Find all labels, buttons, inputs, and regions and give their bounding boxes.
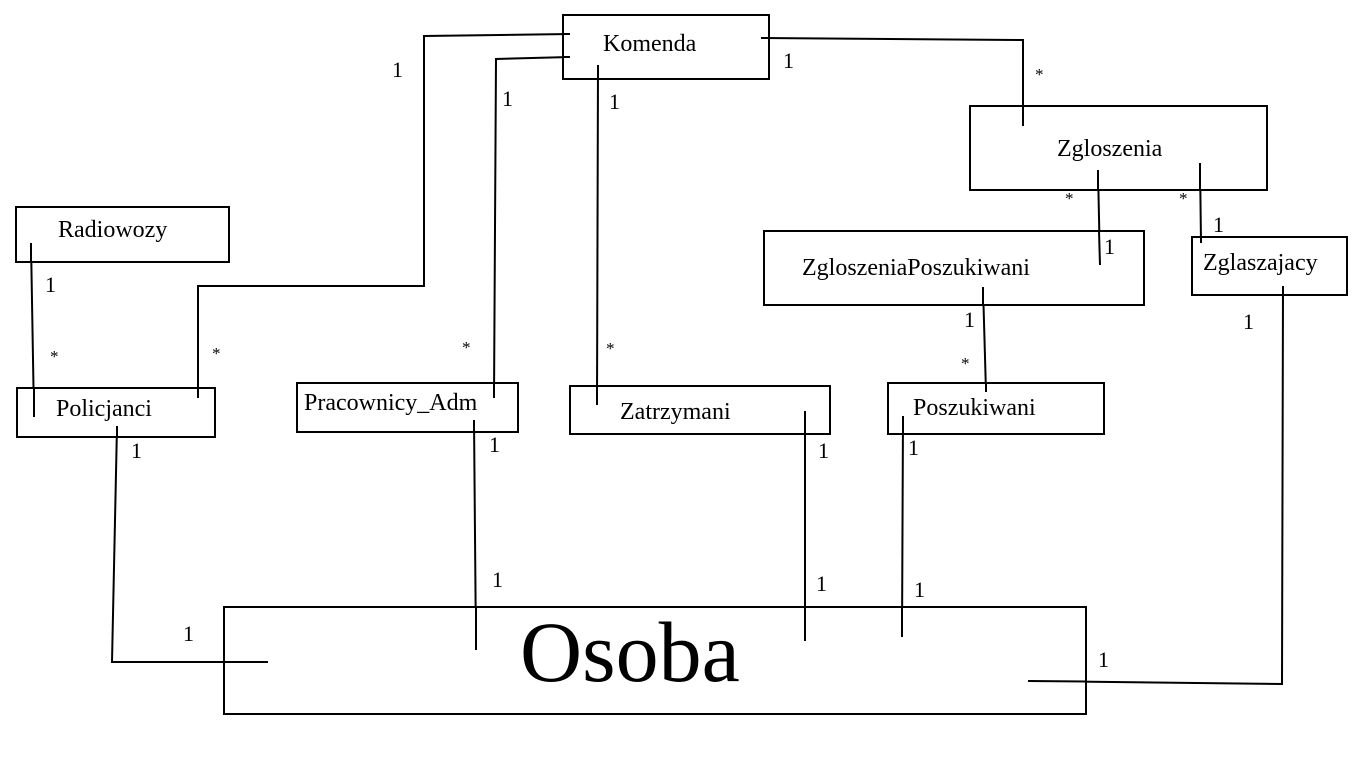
entity-box (887, 382, 1105, 435)
edge-stub (1027, 680, 1087, 683)
entity-box (969, 105, 1268, 191)
entity-radiowozy: Radiowozy (15, 206, 230, 263)
entity-box (763, 230, 1145, 306)
edge-poszukiwani-osoba (901, 415, 904, 638)
entity-box (296, 382, 519, 433)
multiplicity-label: * (1035, 65, 1044, 84)
edge-zglaszajacy-osoba (1027, 285, 1284, 686)
edge-stub (1098, 230, 1101, 266)
entity-label: Poszukiwani (913, 395, 1036, 421)
edge-komenda-policjanci (197, 33, 571, 398)
multiplicity-label: 1 (1243, 309, 1254, 334)
multiplicity-labels: 1 * 1 * 1 * 1 * 1 * * 1 * 1 1 * 1 1 1 1 … (45, 48, 1254, 672)
edge-komenda-zatrzymani (596, 64, 599, 406)
entity-label: Zatrzymani (620, 399, 731, 425)
entity-zatrzymani: Zatrzymani (569, 385, 831, 435)
entity-box (569, 385, 831, 435)
multiplicity-label: 1 (783, 48, 794, 73)
multiplicity-label: 1 (492, 567, 503, 592)
entity-komenda: Komenda (562, 14, 770, 80)
multiplicity-label: 1 (914, 577, 925, 602)
entity-zgloszenia: Zgloszenia (969, 105, 1268, 191)
entity-pracownicy-adm: Pracownicy_Adm (296, 382, 519, 433)
entity-label: Pracownicy_Adm (304, 390, 478, 416)
entity-box (1191, 236, 1348, 296)
multiplicity-label: 1 (1213, 212, 1224, 237)
multiplicity-label: 1 (609, 89, 620, 114)
entity-zglaszajacy: Zglaszajacy (1191, 236, 1348, 296)
entity-poszukiwani: Poszukiwani (887, 382, 1105, 435)
multiplicity-label: 1 (816, 571, 827, 596)
entity-label: Policjanci (56, 396, 152, 422)
entity-label: Zgloszenia (1057, 136, 1163, 162)
multiplicity-label: 1 (964, 307, 975, 332)
entity-osoba: Osoba (223, 604, 1087, 715)
entity-label: ZgloszeniaPoszukiwani (802, 255, 1030, 281)
multiplicity-label: 1 (502, 86, 513, 111)
edge-komenda-zgloszenia (760, 37, 1024, 126)
multiplicity-label: 1 (1098, 647, 1109, 672)
edge-komenda-pracownicy (493, 56, 571, 399)
multiplicity-label: * (50, 347, 59, 366)
multiplicity-label: * (1179, 189, 1188, 208)
multiplicity-label: * (961, 354, 970, 373)
multiplicity-label: 1 (489, 432, 500, 457)
entity-box (15, 206, 230, 263)
entity-box (223, 606, 1087, 715)
multiplicity-label: 1 (183, 621, 194, 646)
connector-overlays (30, 33, 1284, 683)
entity-label: Komenda (603, 31, 697, 57)
entity-label: Zglaszajacy (1203, 250, 1318, 276)
multiplicity-label: 1 (131, 438, 142, 463)
entity-zgloszenia-poszukiwani: ZgloszeniaPoszukiwani (763, 230, 1145, 306)
multiplicity-label: * (212, 344, 221, 363)
multiplicity-label: * (606, 339, 615, 358)
multiplicity-label: 1 (45, 272, 56, 297)
multiplicity-label: * (1065, 189, 1074, 208)
multiplicity-label: 1 (1104, 234, 1115, 259)
entity-label: Radiowozy (58, 217, 167, 243)
entity-label: Osoba (520, 604, 740, 700)
multiplicity-label: 1 (818, 438, 829, 463)
multiplicity-label: * (462, 338, 471, 357)
multiplicity-label: 1 (908, 435, 919, 460)
multiplicity-label: 1 (392, 57, 403, 82)
